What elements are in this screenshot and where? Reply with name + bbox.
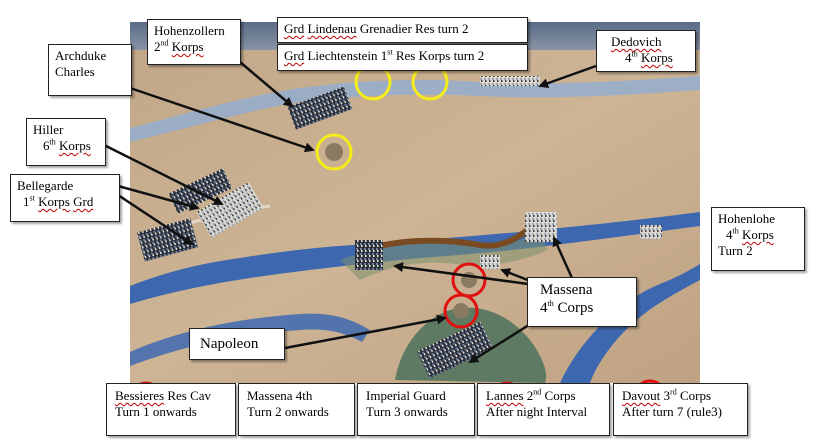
arrow-napoleon: [284, 314, 447, 350]
archduke-circle: [315, 133, 353, 171]
arrow-hiller: [103, 143, 224, 206]
troop-blocks: [137, 76, 662, 379]
davout-box: Davout 3rd Corps After turn 7 (rule3): [613, 383, 748, 436]
liechtenstein-label: Grd Liechtenstein 1st Res Korps turn 2: [277, 44, 528, 71]
dedovich-label: Dedovich 4th Korps: [596, 30, 696, 72]
napoleon-circle: [443, 293, 479, 329]
bessieres-box: Bessieres Res Cav Turn 1 onwards: [106, 383, 236, 436]
hiller-label: Hiller 6th Korps: [26, 118, 106, 166]
napoleon-label: Napoleon: [189, 328, 285, 360]
arrows: [103, 61, 597, 364]
arrow-massena-1: [393, 262, 529, 286]
massena-box: Massena 4th Turn 2 onwards: [238, 383, 355, 436]
arrow-dedovich: [538, 64, 597, 89]
arrow-hohenzollern: [239, 61, 294, 108]
map-photo: [130, 22, 700, 383]
lannes-box: Lannes 2nd Corps After night Interval: [477, 383, 610, 436]
arrow-bellegarde-1: [117, 184, 200, 211]
river-branch-left: [130, 313, 370, 366]
arrow-massena-3: [552, 236, 574, 279]
entrenchment: [369, 225, 533, 251]
bellegarde-label: Bellegarde 1st Korps Grd: [10, 174, 120, 222]
massena-corps-label: Massena 4th Corps: [527, 277, 637, 327]
hohenlohe-label: Hohenlohe 4th Korps Turn 2: [711, 207, 805, 271]
arrow-bellegarde-2: [117, 193, 194, 246]
arrow-archduke: [129, 86, 315, 153]
archduke-charles-label: Archduke Charles: [48, 44, 132, 96]
upper-river: [130, 76, 700, 142]
imperial-guard-box: Imperial Guard Turn 3 onwards: [357, 383, 475, 436]
lindenau-label: Grd Lindenau Grenadier Res turn 2: [277, 17, 528, 43]
hohenzollern-label: Hohenzollern 2nd Korps: [147, 19, 241, 65]
